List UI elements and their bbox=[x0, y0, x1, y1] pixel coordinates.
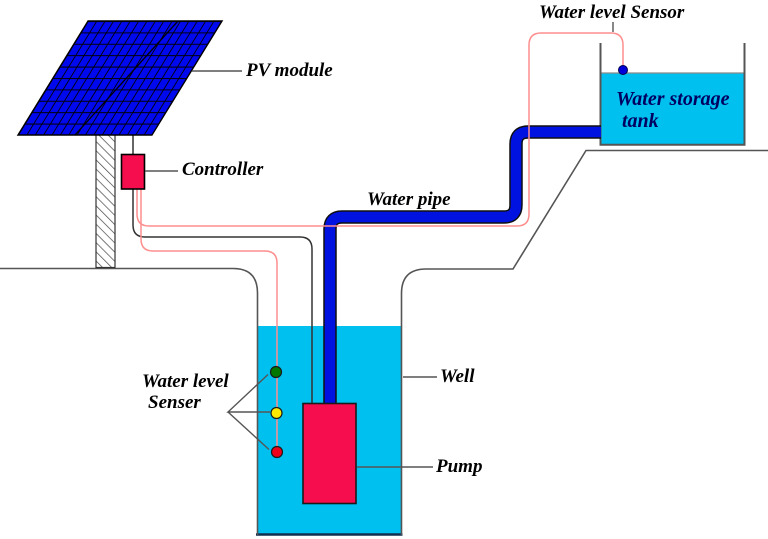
pv-module-label: PV module bbox=[246, 60, 333, 81]
water-pipe bbox=[324, 126, 601, 404]
well-sensor-wire bbox=[140, 188, 278, 452]
water-pipe-label: Water pipe bbox=[367, 189, 451, 210]
well-water-level-senser-label: Water level Senser bbox=[142, 371, 229, 413]
controller-box bbox=[120, 153, 146, 190]
ground-right-slope-and-well-right-wall bbox=[400, 149, 768, 535]
ground-left-and-well-left-wall bbox=[0, 267, 259, 535]
pv-pole bbox=[95, 133, 116, 269]
well-sensor-leader-lines bbox=[226, 373, 270, 451]
tank-sensor-wire bbox=[136, 32, 624, 227]
well-water-level-senser-label-line2: Senser bbox=[148, 392, 201, 413]
tank-water bbox=[600, 73, 745, 145]
well-label: Well bbox=[440, 366, 475, 387]
water-storage-tank-label-line2: tank bbox=[622, 110, 659, 132]
pv-module-panel bbox=[16, 20, 224, 136]
well-water-level-senser-label-line1: Water level bbox=[142, 371, 229, 392]
controller-to-pump-wire bbox=[132, 188, 313, 404]
pump-body bbox=[302, 402, 357, 505]
well-sensor-dot-green bbox=[269, 365, 283, 379]
controller-label: Controller bbox=[182, 159, 264, 180]
pump-label: Pump bbox=[436, 456, 483, 477]
tank-water-level-sensor-label: Water level Sensor bbox=[539, 2, 685, 23]
tank-sensor-dot-blue bbox=[618, 65, 628, 75]
well-sensor-dot-red bbox=[270, 445, 284, 459]
water-storage-tank-label-line1: Water storage bbox=[616, 88, 730, 110]
pv-module-divider-line bbox=[74, 20, 179, 136]
well-sensor-dot-yellow bbox=[270, 406, 283, 420]
water-storage-tank-label: Water storage tank bbox=[616, 88, 730, 132]
